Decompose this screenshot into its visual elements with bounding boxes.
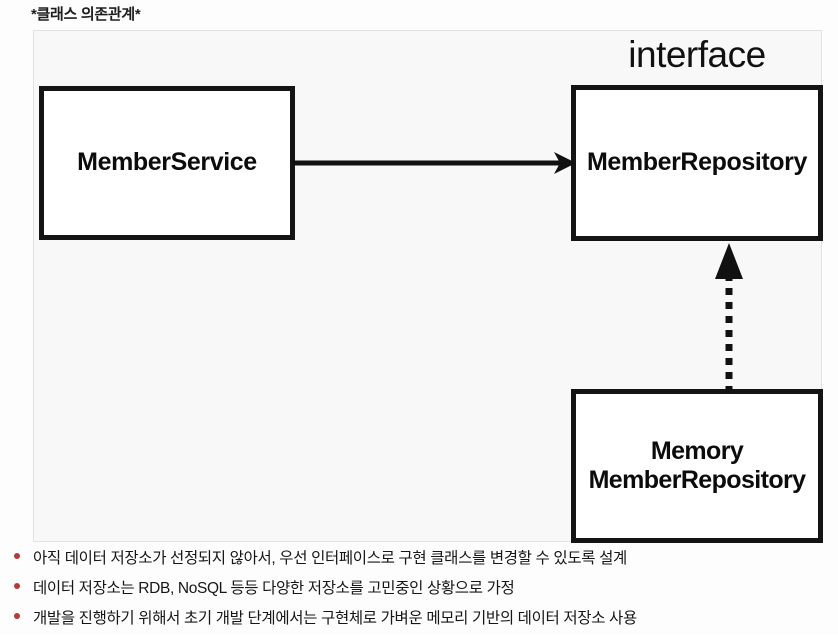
uml-box-memory-member-repository-label: Memory MemberRepository [588,436,806,495]
bullet-list: 아직 데이터 저장소가 선정되지 않아서, 우선 인터페이스로 구현 클래스를 … [14,546,824,636]
interface-stereotype-label: interface [628,34,766,75]
bullet-marker-icon [14,583,20,589]
realization-arrow-icon [715,243,743,393]
uml-box-member-repository: MemberRepository [571,85,823,241]
uml-box-member-repository-label: MemberRepository [586,148,808,177]
bullet-marker-icon [14,553,20,559]
list-item: 아직 데이터 저장소가 선정되지 않아서, 우선 인터페이스로 구현 클래스를 … [14,546,824,576]
uml-box-memory-member-repository: Memory MemberRepository [571,389,823,543]
dependency-arrow-icon [292,152,576,174]
uml-box-member-service-label: MemberService [77,148,257,177]
page-title: *클래스 의존관계* [31,6,141,23]
list-item: 개발을 진행하기 위해서 초기 개발 단계에서는 구현체로 가벼운 메모리 기반… [14,606,824,636]
uml-box-member-service: MemberService [39,86,295,240]
bullet-marker-icon [14,613,20,619]
class-diagram-panel: interface MemberService MemberRepository… [33,30,823,543]
list-item-label: 개발을 진행하기 위해서 초기 개발 단계에서는 구현체로 가벼운 메모리 기반… [33,610,637,627]
list-item-label: 아직 데이터 저장소가 선정되지 않아서, 우선 인터페이스로 구현 클래스를 … [33,550,627,567]
list-item: 데이터 저장소는 RDB, NoSQL 등등 다양한 저장소를 고민중인 상황으… [14,576,824,606]
list-item-label: 데이터 저장소는 RDB, NoSQL 등등 다양한 저장소를 고민중인 상황으… [33,580,515,597]
